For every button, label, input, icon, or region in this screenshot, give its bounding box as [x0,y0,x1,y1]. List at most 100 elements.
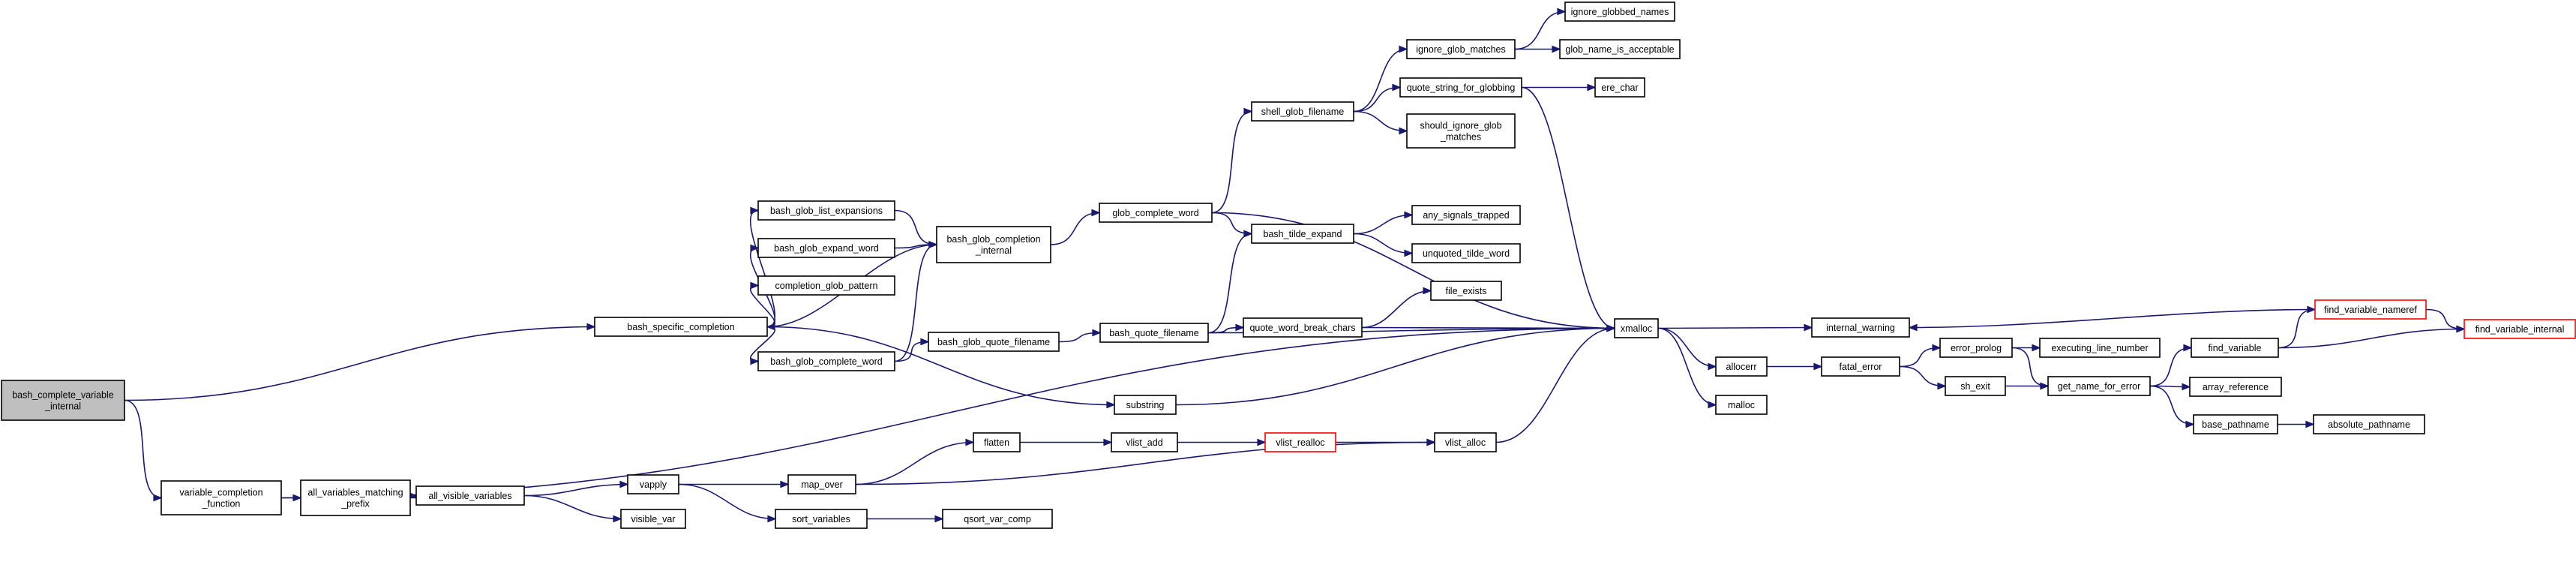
node-bash-quote-filename[interactable]: bash_quote_filename [1099,323,1209,343]
edge-line [1909,308,2316,329]
edge-line [1050,212,1100,245]
node-label: error_prolog [1951,343,2002,353]
node-glob-name-is-acceptable[interactable]: glob_name_is_acceptable [1559,39,1681,59]
node-substring[interactable]: substring [1114,395,1177,415]
node-map-over[interactable]: map_over [787,474,856,494]
node-should-ignore-glob-matches[interactable]: should_ignore_glob_matches [1406,113,1516,149]
node-vlist-alloc[interactable]: vlist_alloc [1434,432,1497,452]
node-error-prolog[interactable]: error_prolog [1939,338,2013,358]
node-ignore-globbed-names[interactable]: ignore_globbed_names [1564,2,1675,22]
node-box [757,200,895,221]
edge-arrowhead [1708,401,1717,409]
node-label: malloc [1728,400,1755,410]
node-bash-glob-list-expansions[interactable]: bash_glob_list_expansions [757,200,895,221]
node-label: bash_glob_quote_filename [937,337,1050,347]
node-bash-glob-complete-word[interactable]: bash_glob_complete_word [757,351,895,371]
node-executing-line-number[interactable]: executing_line_number [2039,338,2161,358]
node-find-variable-nameref[interactable]: find_variable_nameref [2314,299,2427,320]
node-label: find_variable [2209,343,2262,353]
node-file-exists[interactable]: file_exists [1430,281,1502,301]
edge-arrow [1657,323,1813,332]
node-base-pathname[interactable]: base_pathname [2193,414,2278,434]
node-box [757,275,895,296]
edge-line [1211,212,1615,329]
edge-line [855,441,974,485]
node-absolute-pathname[interactable]: absolute_pathname [2313,414,2425,434]
edge-arrow [1899,344,1942,368]
node-label: any_signals_trapped [1423,210,1509,221]
edge-arrow [2149,383,2191,391]
node-label: completion_glob_pattern [775,281,878,291]
edge-line [1657,327,1717,406]
edge-arrowhead [2040,382,2050,390]
node-quote-string-for-globbing[interactable]: quote_string_for_globbing [1399,77,1522,98]
edge-line [1353,110,1408,132]
node-allocerr[interactable]: allocerr [1715,356,1768,377]
edge-arrowhead [920,338,930,346]
edge-arrowhead [1106,401,1116,409]
node-label: allocerr [1726,362,1757,372]
node-find-variable[interactable]: find_variable [2191,338,2279,358]
node-shell-glob-filename[interactable]: shell_glob_filename [1251,101,1354,122]
edge-arrowhead [965,438,975,446]
node-box [2464,319,2576,339]
node-label: all_visible_variables [428,491,511,501]
node-completion-glob-pattern[interactable]: completion_glob_pattern [757,275,895,296]
node-all-visible-variables[interactable]: all_visible_variables [415,485,525,506]
edge-arrowhead [2456,325,2466,333]
node-visible-var[interactable]: visible_var [620,509,686,529]
edge-arrowhead [2185,420,2195,428]
edge-arrow [1908,308,2316,332]
edge-arrow [2278,420,2315,428]
node-xmalloc[interactable]: xmalloc [1614,318,1659,338]
edge-line [2149,347,2192,387]
node-flatten[interactable]: flatten [973,432,1021,452]
edge-arrowhead [2183,344,2193,352]
nodes-layer: bash_complete_variable_internal bash_spec… [1,2,2576,529]
node-sort-variables[interactable]: sort_variables [775,509,868,529]
node-vapply[interactable]: vapply [627,474,679,494]
edge-arrowhead [153,494,163,502]
edge-line [1211,212,1252,235]
node-box [1406,39,1516,59]
node-ignore-glob-matches[interactable]: ignore_glob_matches [1406,39,1516,59]
node-bash-glob-quote-filename[interactable]: bash_glob_quote_filename [928,332,1060,352]
edge-line [523,494,622,520]
edge-arrowhead [766,323,775,331]
node-fatal-error[interactable]: fatal_error [1821,356,1900,377]
node-get-name-for-error[interactable]: get_name_for_error [2047,376,2151,396]
edge-arrowhead [934,515,944,523]
edge-line [1353,86,1401,113]
node-bash-tilde-expand[interactable]: bash_tilde_expand [1251,224,1354,244]
node-vlist-add[interactable]: vlist_add [1111,432,1178,452]
node-array-reference[interactable]: array_reference [2189,377,2282,397]
node-all-variables-matching-prefix[interactable]: all_variables_matching_prefix [300,479,411,516]
node-variable-completion-function[interactable]: variable_completion_function [160,480,282,515]
node-bash-complete-variable-internal: bash_complete_variable_internal [1,380,125,421]
node-bash-glob-completion-internal[interactable]: bash_glob_completion_internal [936,226,1051,263]
edge-arrowhead [1091,209,1101,217]
node-internal-warning[interactable]: internal_warning [1811,317,1910,338]
node-label: bash_glob_expand_word [774,243,879,254]
node-box [1939,338,2013,358]
edge-arrow [2149,344,2193,387]
node-ere-char[interactable]: ere_char [1594,77,1645,98]
node-malloc[interactable]: malloc [1715,395,1768,415]
node-glob-complete-word[interactable]: glob_complete_word [1099,203,1213,223]
node-vlist-realloc[interactable]: vlist_realloc [1264,432,1336,452]
node-unquoted-tilde-word[interactable]: unquoted_tilde_word [1411,243,1521,263]
node-any-signals-trapped[interactable]: any_signals_trapped [1411,205,1521,225]
node-box [1715,356,1768,377]
node-find-variable-internal[interactable]: find_variable_internal [2464,319,2576,339]
node-quote-word-break-chars[interactable]: quote_word_break_chars [1243,317,1363,338]
edge-line [280,327,1615,499]
node-bash-glob-expand-word[interactable]: bash_glob_expand_word [757,238,895,258]
node-label: substring [1126,400,1165,410]
node-label: map_over [801,479,843,490]
edge-arrow [1657,327,1717,371]
node-bash-specific-completion[interactable]: bash_specific_completion [594,317,768,337]
node-label: vlist_realloc [1276,437,1324,448]
node-label: ignore_globbed_names [1571,7,1669,17]
node-qsort-var-comp[interactable]: qsort_var_comp [942,509,1053,529]
node-sh-exit[interactable]: sh_exit [1945,376,2006,396]
